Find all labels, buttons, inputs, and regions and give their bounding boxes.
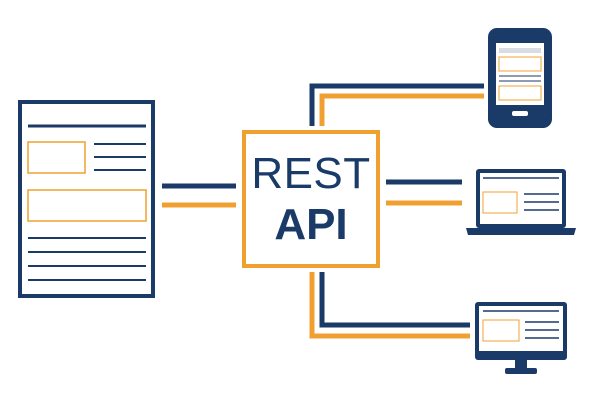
phone-screen-box — [498, 56, 542, 72]
connector-orange-desktop — [309, 272, 470, 339]
document-image-box — [27, 141, 86, 174]
desktop-monitor-icon — [475, 302, 567, 374]
connector-navy-desktop — [319, 272, 470, 328]
connector-navy-phone — [309, 83, 484, 126]
api-box — [242, 130, 380, 268]
laptop-icon — [466, 169, 576, 235]
laptop-base — [466, 228, 576, 235]
monitor-stand — [505, 368, 537, 374]
api-title-api: API — [274, 200, 348, 249]
phone-screen-bar — [499, 48, 541, 53]
phone-home-button — [512, 111, 528, 116]
smartphone-icon — [488, 28, 552, 128]
document-page-icon — [18, 100, 155, 298]
monitor-neck — [515, 360, 527, 370]
connector-orange-phone — [319, 93, 484, 126]
document-banner-box — [27, 189, 147, 222]
api-title-rest: REST — [251, 149, 371, 198]
phone-screen-box — [498, 85, 542, 101]
laptop-screen-box — [482, 191, 518, 214]
monitor-screen-box — [482, 319, 520, 342]
